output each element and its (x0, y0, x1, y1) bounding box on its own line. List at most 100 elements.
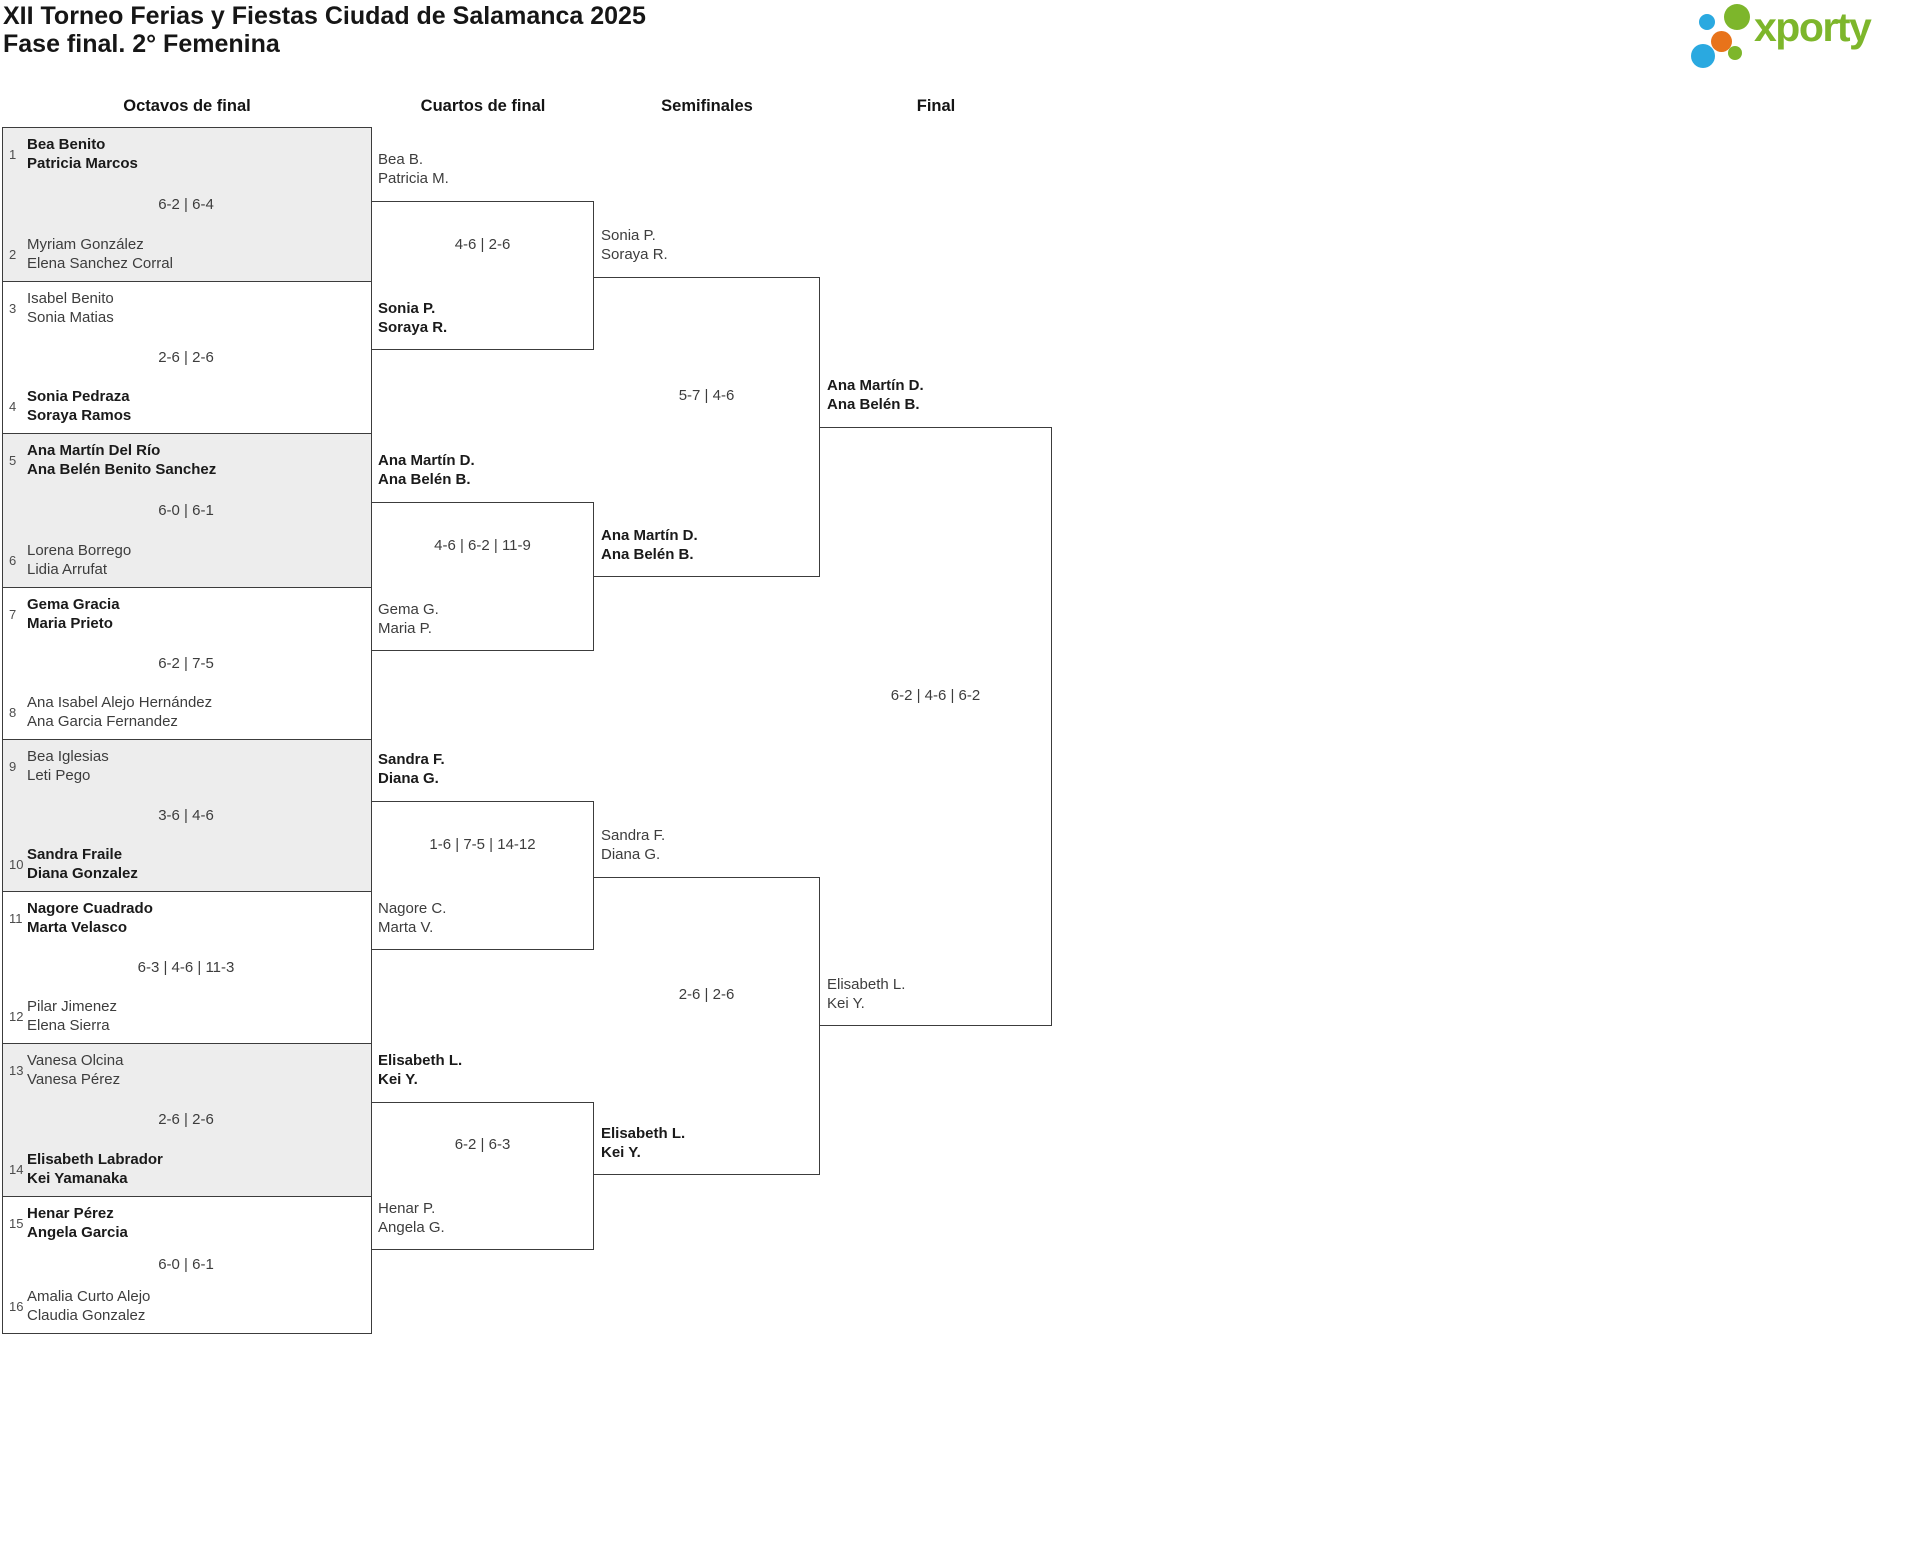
match-score: 1-6 | 7-5 | 14-12 (429, 835, 536, 853)
player-name: Bea Benito (27, 136, 106, 153)
xporty-logo[interactable]: xporty (1688, 0, 1914, 70)
match-score: 3-6 | 4-6 (158, 806, 214, 824)
player-name: Maria Prieto (27, 615, 113, 632)
player-name: Claudia Gonzalez (27, 1307, 146, 1324)
match-qf-2: 4-6 | 6-2 | 11-9 (372, 502, 594, 651)
player-name: Isabel Benito (27, 290, 114, 307)
team-row: 12 Pilar Jimenez Elena Sierra (9, 997, 363, 1035)
player-name: Elisabeth L. (378, 1052, 463, 1069)
advancing-team-label: Sandra F. Diana G. (601, 826, 665, 864)
advancing-team-label: Henar P. Angela G. (378, 1199, 445, 1237)
player-name: Kei Y. (601, 1144, 641, 1161)
player-name: Diana G. (378, 770, 439, 787)
seed-number: 16 (9, 1298, 24, 1314)
match-r16-1: 1 Bea Benito Patricia Marcos 6-2 | 6-4 2… (2, 127, 372, 282)
team-row: 16 Amalia Curto Alejo Claudia Gonzalez (9, 1287, 363, 1325)
round-header-final: Final (916, 97, 956, 115)
logo-dot-orange-icon (1711, 31, 1732, 52)
player-name: Ana Belén B. (378, 471, 471, 488)
page-header: XII Torneo Ferias y Fiestas Ciudad de Sa… (3, 2, 646, 58)
team-row: 11 Nagore Cuadrado Marta Velasco (9, 899, 363, 937)
match-qf-3: 1-6 | 7-5 | 14-12 (372, 801, 594, 950)
team-row: 6 Lorena Borrego Lidia Arrufat (9, 541, 363, 579)
match-score: 6-2 | 4-6 | 6-2 (890, 686, 981, 704)
player-name: Soraya R. (378, 319, 448, 336)
player-name: Sonia Matias (27, 309, 114, 326)
player-name: Ana Isabel Alejo Hernández (27, 694, 213, 711)
player-name: Bea Iglesias (27, 748, 109, 765)
match-score: 4-6 | 6-2 | 11-9 (434, 536, 531, 554)
player-name: Gema Gracia (27, 596, 120, 613)
match-qf-1: 4-6 | 2-6 (372, 201, 594, 350)
match-score: 2-6 | 2-6 (158, 348, 214, 366)
seed-number: 8 (9, 704, 17, 720)
team-names: Ana Martín Del Río Ana Belén Benito Sanc… (27, 441, 216, 479)
match-score: 6-0 | 6-1 (158, 501, 214, 519)
player-name: Marta Velasco (27, 919, 128, 936)
seed-number: 10 (9, 856, 24, 872)
player-name: Angela G. (378, 1219, 445, 1236)
match-r16-7: 13 Vanesa Olcina Vanesa Pérez 2-6 | 2-6 … (2, 1043, 372, 1197)
advancing-team-label: Gema G. Maria P. (378, 600, 439, 638)
team-names: Elisabeth Labrador Kei Yamanaka (27, 1150, 163, 1188)
player-name: Henar P. (378, 1200, 436, 1217)
team-names: Ana Isabel Alejo Hernández Ana Garcia Fe… (27, 693, 212, 731)
match-score: 6-0 | 6-1 (158, 1256, 214, 1273)
team-names: Henar Pérez Angela Garcia (27, 1204, 128, 1242)
player-name: Soraya Ramos (27, 407, 132, 424)
team-names: Myriam González Elena Sanchez Corral (27, 235, 173, 273)
team-row: 1 Bea Benito Patricia Marcos (9, 135, 363, 173)
seed-number: 7 (9, 606, 17, 622)
team-names: Bea Iglesias Leti Pego (27, 747, 109, 785)
match-r16-5: 9 Bea Iglesias Leti Pego 3-6 | 4-6 10 Sa… (2, 739, 372, 892)
player-name: Vanesa Olcina (27, 1052, 124, 1069)
advancing-team-label: Elisabeth L. Kei Y. (378, 1051, 462, 1089)
player-name: Patricia Marcos (27, 155, 138, 172)
player-name: Gema G. (378, 601, 439, 618)
match-score: 5-7 | 4-6 (678, 387, 735, 404)
player-name: Vanesa Pérez (27, 1071, 121, 1088)
player-name: Patricia M. (378, 170, 449, 187)
player-name: Ana Martín D. (827, 377, 924, 394)
tournament-title: XII Torneo Ferias y Fiestas Ciudad de Sa… (3, 2, 646, 30)
match-r16-8: 15 Henar Pérez Angela Garcia 6-0 | 6-1 1… (2, 1196, 372, 1334)
match-qf-4: 6-2 | 6-3 (372, 1102, 594, 1250)
team-row: 8 Ana Isabel Alejo Hernández Ana Garcia … (9, 693, 363, 731)
player-name: Sonia P. (378, 300, 436, 317)
team-row: 3 Isabel Benito Sonia Matias (9, 289, 363, 327)
player-name: Marta V. (378, 919, 434, 936)
match-score: 2-6 | 2-6 (678, 986, 735, 1003)
team-names: Lorena Borrego Lidia Arrufat (27, 541, 131, 579)
team-names: Vanesa Olcina Vanesa Pérez (27, 1051, 123, 1089)
player-name: Lidia Arrufat (27, 561, 108, 578)
seed-number: 6 (9, 552, 17, 568)
seed-number: 1 (9, 146, 17, 162)
match-score: 6-3 | 4-6 | 11-3 (137, 958, 235, 976)
match-final: 6-2 | 4-6 | 6-2 (820, 427, 1052, 1026)
team-row: 13 Vanesa Olcina Vanesa Pérez (9, 1051, 363, 1089)
team-row: 9 Bea Iglesias Leti Pego (9, 747, 363, 785)
player-name: Leti Pego (27, 767, 91, 784)
player-name: Ana Martín D. (601, 527, 698, 544)
advancing-team-label: Ana Martín D. Ana Belén B. (378, 451, 475, 489)
team-row: 5 Ana Martín Del Río Ana Belén Benito Sa… (9, 441, 363, 479)
player-name: Ana Martín D. (378, 452, 475, 469)
team-names: Pilar Jimenez Elena Sierra (27, 997, 117, 1035)
player-name: Elisabeth L. (827, 976, 906, 993)
advancing-team-label: Sonia P. Soraya R. (378, 299, 447, 337)
logo-dot-blue-large-icon (1691, 44, 1715, 68)
seed-number: 5 (9, 452, 17, 468)
seed-number: 4 (9, 398, 17, 414)
seed-number: 11 (9, 910, 23, 926)
player-name: Elena Sanchez Corral (27, 255, 173, 272)
advancing-team-label: Sonia P. Soraya R. (601, 226, 668, 264)
seed-number: 2 (9, 246, 17, 262)
team-row: 10 Sandra Fraile Diana Gonzalez (9, 845, 363, 883)
logo-dot-green-small-icon (1728, 46, 1742, 60)
player-name: Kei Y. (827, 995, 865, 1012)
player-name: Elisabeth Labrador (27, 1151, 163, 1168)
advancing-team-label: Ana Martín D. Ana Belén B. (601, 526, 698, 564)
seed-number: 3 (9, 300, 17, 316)
team-names: Sonia Pedraza Soraya Ramos (27, 387, 131, 425)
